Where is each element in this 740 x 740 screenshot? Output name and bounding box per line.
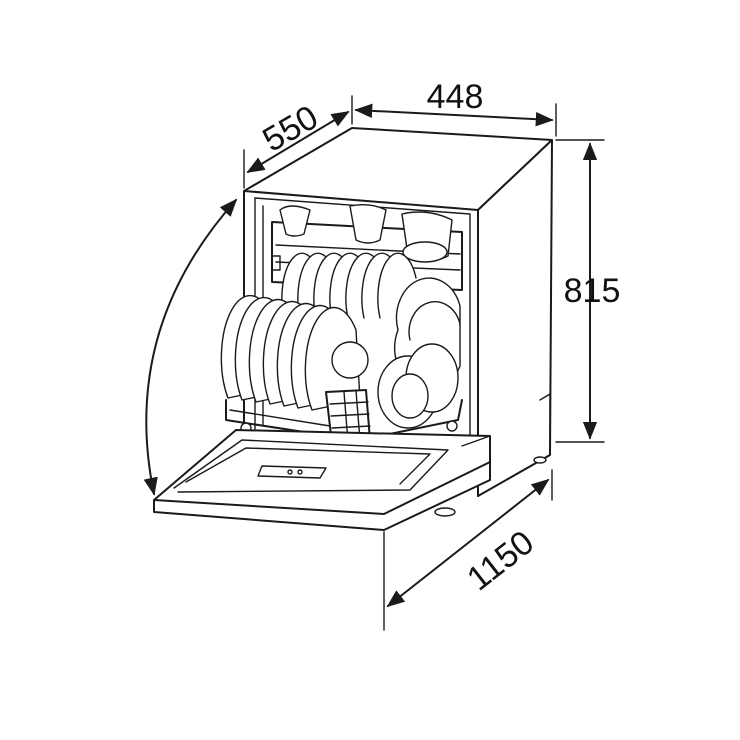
cup [279,205,311,237]
bowl [402,241,448,263]
width-arrow [354,103,554,127]
foot [533,456,547,464]
width-label: 448 [427,78,484,116]
depth-open-arrow [386,478,550,608]
foot [434,507,456,517]
height-label: 815 [564,272,621,310]
dimension-height: 815 [555,139,621,443]
depth-open-label: 1150 [460,523,541,598]
plates-front [220,294,459,429]
cup [349,203,387,244]
dimension-width: 448 [354,78,557,137]
tub-opening [254,197,471,446]
upper-basket-frame [271,221,463,291]
bowl [331,341,369,379]
upper-basket [271,203,463,291]
depth-arrow [246,111,350,173]
door-swing-arc [143,198,238,496]
basket-wheel [446,420,458,432]
lower-basket [220,252,463,446]
swing-arrow [143,198,238,496]
